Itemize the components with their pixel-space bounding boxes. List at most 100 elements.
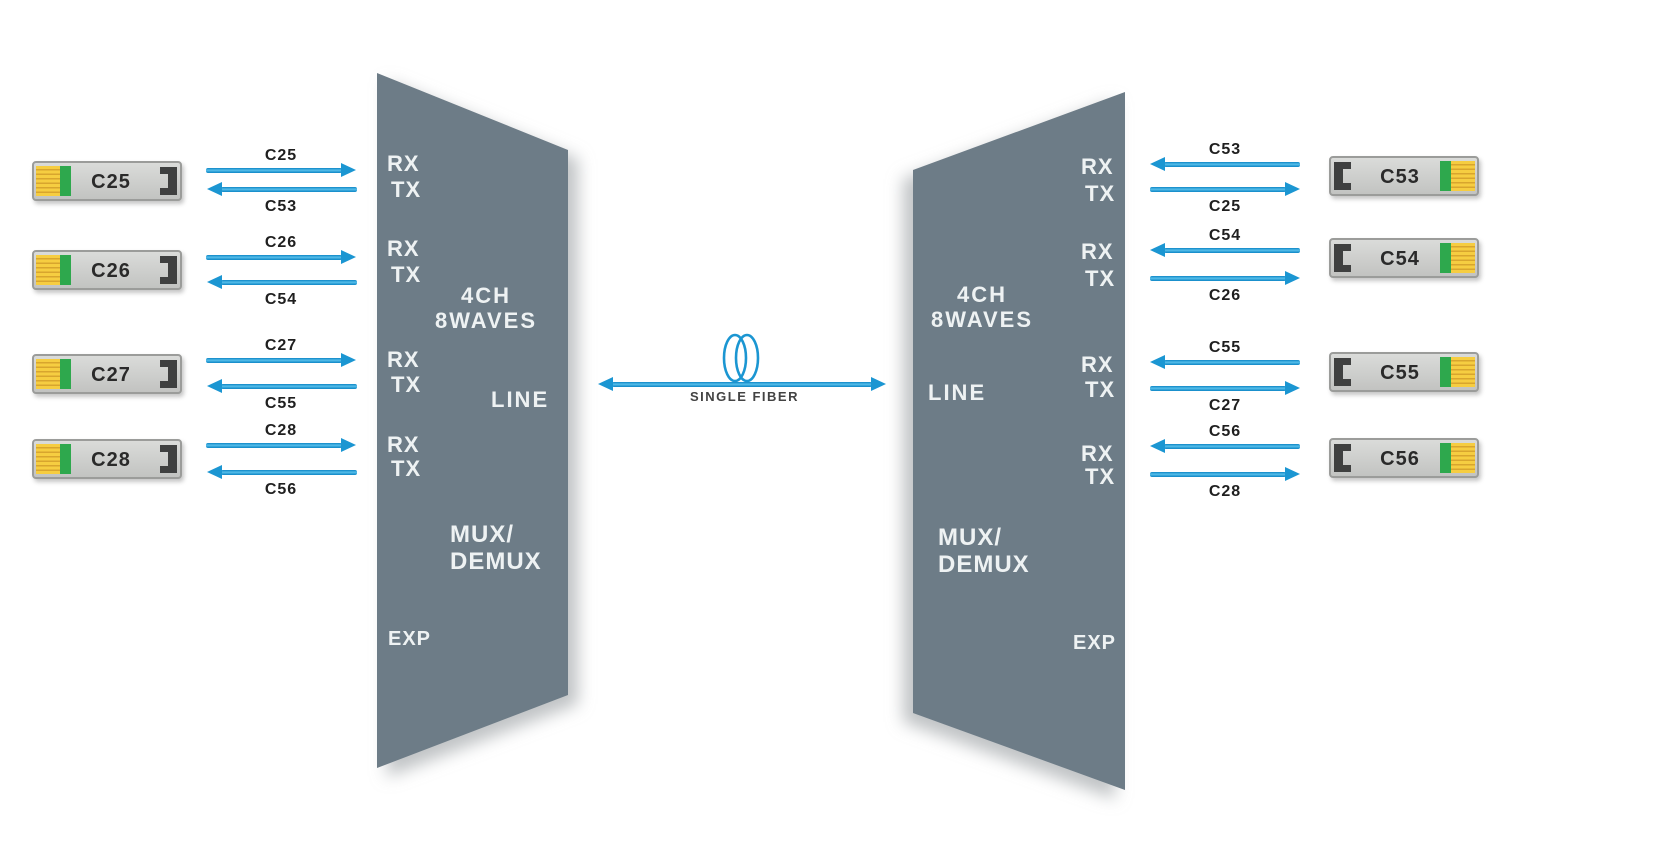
single-fiber-arrow-icon	[598, 377, 886, 391]
exp-port-label: EXP	[1073, 632, 1117, 654]
module-label: C28	[91, 449, 131, 471]
arrow-to-mux-icon	[1150, 355, 1300, 369]
mux-demux-panel-left: RX TX RX TX RX TX RX TX 4CH 8WAVES LINE …	[377, 73, 568, 768]
channel-label: C53	[1208, 141, 1242, 158]
arrow-from-mux-icon	[1150, 467, 1300, 481]
sfp-module: C55	[1329, 352, 1479, 392]
module-stripe-icon	[60, 444, 71, 474]
arrow-to-mux-icon	[1150, 439, 1300, 453]
module-stripe-icon	[1440, 161, 1451, 191]
rx-port-label: RX	[1081, 239, 1114, 264]
fiber-connector-icon	[36, 444, 60, 474]
module-stripe-icon	[1440, 243, 1451, 273]
channel-label: C25	[264, 147, 298, 164]
channel-label: C54	[1208, 227, 1242, 244]
arrow-to-mux-icon	[206, 250, 356, 264]
fiber-connector-icon	[1451, 161, 1475, 191]
channel-label: C27	[1208, 397, 1242, 414]
module-label: C26	[91, 260, 131, 282]
module-label: C55	[1380, 362, 1420, 384]
tx-port-label: TX	[391, 372, 422, 397]
module-label: C53	[1380, 166, 1420, 188]
panel-title: 4CH 8WAVES	[922, 282, 1042, 332]
channel-label: C54	[264, 291, 298, 308]
sfp-module: C53	[1329, 156, 1479, 196]
fiber-connector-icon	[1451, 243, 1475, 273]
channel-label: C27	[264, 337, 298, 354]
module-label: C56	[1380, 448, 1420, 470]
module-latch-icon	[1334, 162, 1351, 190]
tx-port-label: TX	[391, 177, 422, 202]
fiber-connector-icon	[36, 359, 60, 389]
sfp-module: C25	[32, 161, 182, 201]
panel-title: 4CH 8WAVES	[426, 283, 546, 333]
module-stripe-icon	[1440, 357, 1451, 387]
single-fiber-label: SINGLE FIBER	[689, 389, 799, 404]
tx-port-label: TX	[1085, 181, 1116, 206]
function-line2: DEMUX	[450, 548, 542, 575]
channel-label: C28	[1208, 483, 1242, 500]
tx-port-label: TX	[1085, 266, 1116, 291]
arrow-from-mux-icon	[207, 379, 357, 393]
tx-port-label: TX	[391, 456, 422, 481]
panel-title-line1: 4CH	[956, 282, 1007, 307]
exp-port-label: EXP	[388, 628, 432, 650]
channel-label: C26	[264, 234, 298, 251]
panel-title-line1: 4CH	[460, 283, 511, 308]
fiber-connector-icon	[1451, 357, 1475, 387]
sfp-module: C26	[32, 250, 182, 290]
sfp-module: C27	[32, 354, 182, 394]
function-line1: MUX/	[450, 521, 514, 548]
tx-port-label: TX	[1085, 464, 1116, 489]
tx-port-label: TX	[391, 262, 422, 287]
panel-title-line2: 8WAVES	[434, 308, 538, 333]
module-latch-icon	[160, 167, 177, 195]
module-latch-icon	[160, 256, 177, 284]
arrow-from-mux-icon	[1150, 182, 1300, 196]
panel-function-label: MUX/ DEMUX	[938, 524, 1030, 578]
arrow-from-mux-icon	[207, 182, 357, 196]
rx-port-label: RX	[387, 151, 420, 176]
channel-label: C55	[264, 395, 298, 412]
module-label: C54	[1380, 248, 1420, 270]
rx-port-label: RX	[387, 432, 420, 457]
module-stripe-icon	[60, 255, 71, 285]
arrow-from-mux-icon	[207, 275, 357, 289]
arrow-from-mux-icon	[1150, 271, 1300, 285]
rx-port-label: RX	[1081, 441, 1114, 466]
arrow-to-mux-icon	[1150, 157, 1300, 171]
line-port-label: LINE	[928, 380, 987, 405]
sfp-module: C54	[1329, 238, 1479, 278]
module-latch-icon	[1334, 244, 1351, 272]
arrow-from-mux-icon	[1150, 381, 1300, 395]
function-line1: MUX/	[938, 524, 1002, 551]
panel-body: RX TX RX TX RX TX RX TX 4CH 8WAVES LINE …	[913, 92, 1125, 790]
line-port-label: LINE	[491, 387, 550, 412]
mux-demux-panel-right: RX TX RX TX RX TX RX TX 4CH 8WAVES LINE …	[913, 92, 1125, 790]
fiber-connector-icon	[36, 255, 60, 285]
rx-port-label: RX	[387, 236, 420, 261]
function-line2: DEMUX	[938, 551, 1030, 578]
module-stripe-icon	[60, 166, 71, 196]
arrow-to-mux-icon	[206, 438, 356, 452]
module-latch-icon	[160, 445, 177, 473]
rx-port-label: RX	[387, 347, 420, 372]
module-stripe-icon	[1440, 443, 1451, 473]
tx-port-label: TX	[1085, 377, 1116, 402]
module-stripe-icon	[60, 359, 71, 389]
module-latch-icon	[1334, 444, 1351, 472]
arrow-to-mux-icon	[206, 353, 356, 367]
channel-label: C26	[1208, 287, 1242, 304]
channel-label: C25	[1208, 198, 1242, 215]
arrow-to-mux-icon	[1150, 243, 1300, 257]
fiber-coil-icon	[721, 332, 761, 389]
channel-label: C56	[1208, 423, 1242, 440]
channel-label: C56	[264, 481, 298, 498]
rx-port-label: RX	[1081, 154, 1114, 179]
panel-title-line2: 8WAVES	[930, 307, 1034, 332]
panel-function-label: MUX/ DEMUX	[450, 521, 542, 575]
arrow-from-mux-icon	[207, 465, 357, 479]
channel-label: C55	[1208, 339, 1242, 356]
panel-body: RX TX RX TX RX TX RX TX 4CH 8WAVES LINE …	[377, 73, 568, 768]
